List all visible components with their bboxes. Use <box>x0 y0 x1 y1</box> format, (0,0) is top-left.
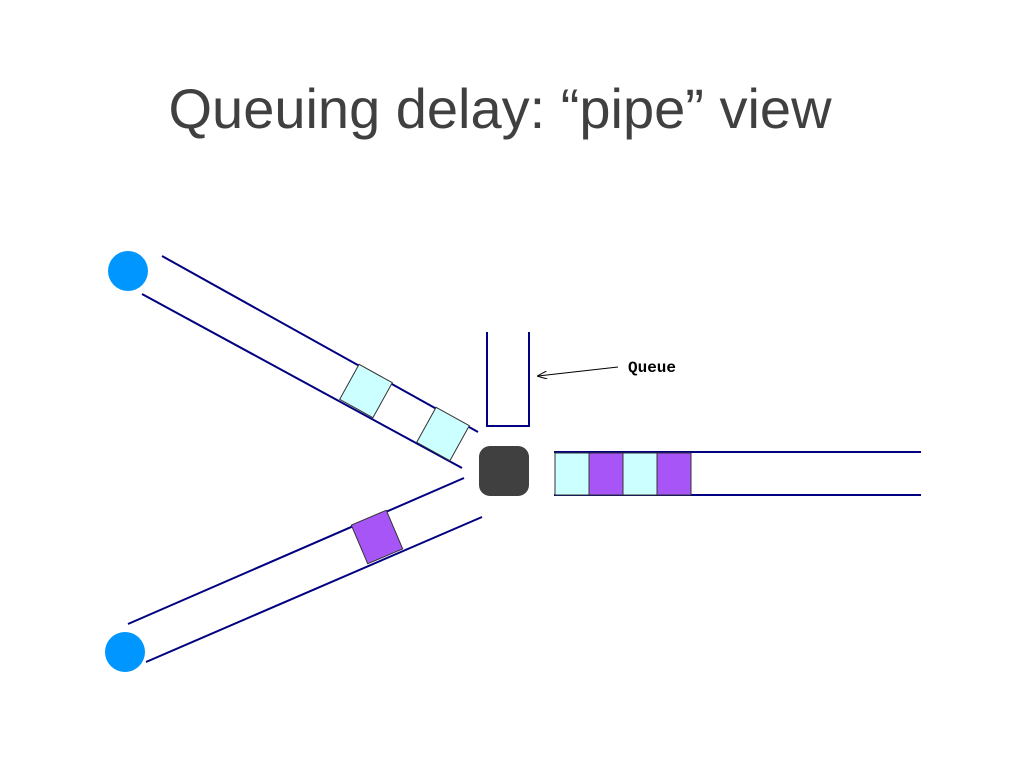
queue-label: Queue <box>628 359 676 377</box>
outgoing-link-packet <box>622 452 658 496</box>
upper-link-packet <box>416 406 470 462</box>
router <box>479 446 529 496</box>
outgoing-link-packet <box>588 452 624 496</box>
queue-buffer <box>486 332 530 427</box>
upper-link-packet <box>339 363 393 419</box>
upper-link-top-wall <box>161 255 479 433</box>
upper-incoming-link <box>141 255 479 469</box>
upper-host <box>108 251 148 291</box>
outgoing-link-packet <box>554 452 590 496</box>
upper-link-bottom-wall <box>141 293 463 469</box>
queue-label-arrow <box>538 366 619 376</box>
lower-link-top-wall <box>127 477 465 625</box>
slide-title: Queuing delay: “pipe” view <box>168 77 832 140</box>
lower-link-bottom-wall <box>145 516 483 663</box>
lower-incoming-link <box>127 477 483 663</box>
lower-link-packet <box>350 509 404 565</box>
lower-host <box>105 632 145 672</box>
outgoing-link-packet <box>656 452 692 496</box>
